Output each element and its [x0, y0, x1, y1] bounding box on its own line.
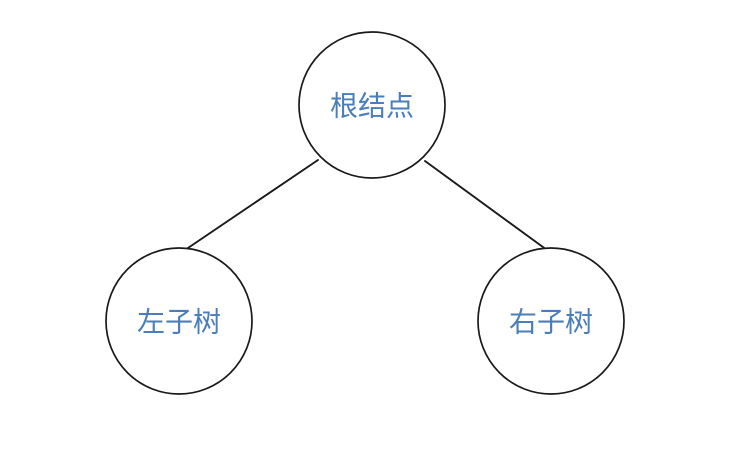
node-root-circle[interactable]: [298, 31, 446, 179]
node-left-subtree-label: 左子树: [137, 306, 221, 339]
node-right-subtree-circle[interactable]: [477, 247, 625, 395]
edge-root-to-right-subtree: [424, 160, 548, 251]
node-left-subtree-circle[interactable]: [105, 247, 253, 395]
node-right-subtree-label: 右子树: [509, 306, 593, 339]
node-root-label: 根结点: [330, 90, 414, 123]
edge-root-to-left-subtree: [184, 159, 319, 251]
